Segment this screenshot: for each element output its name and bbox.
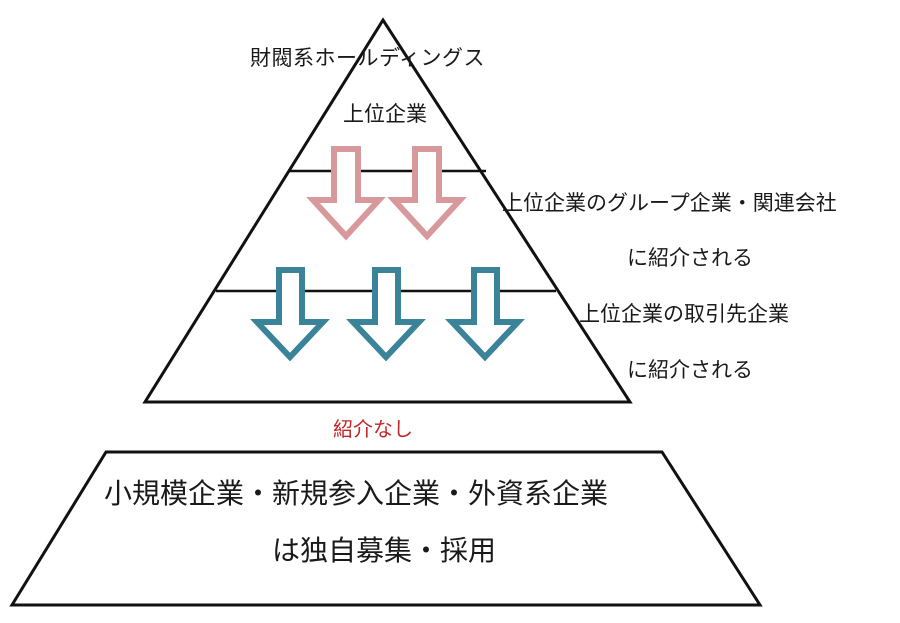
- base-text-line1: 小規模企業・新規参入企業・外資系企業: [104, 477, 609, 510]
- pyramid-outline: [142, 17, 633, 404]
- no-referral-label: 紹介なし: [333, 417, 413, 441]
- tier3-note-line2: に紹介される: [627, 358, 753, 382]
- tier2-note-line1: 上位企業のグループ企業・関連会社: [502, 191, 837, 215]
- tier2-note-line2: に紹介される: [627, 246, 753, 270]
- pink-down-arrow-1: [306, 146, 386, 241]
- teal-down-arrow-2: [346, 267, 426, 362]
- teal-down-arrow-3: [445, 267, 525, 362]
- tier3-note-line1: 上位企業の取引先企業: [579, 302, 789, 326]
- base-text-line2: は独自募集・採用: [272, 534, 497, 567]
- top-tier-label-holdings: 財閥系ホールディングス: [250, 46, 486, 70]
- pink-down-arrow-2: [387, 146, 467, 241]
- teal-down-arrow-1: [250, 267, 330, 362]
- base-trapezoid: [9, 450, 763, 607]
- top-tier-label-upper-companies: 上位企業: [343, 102, 427, 126]
